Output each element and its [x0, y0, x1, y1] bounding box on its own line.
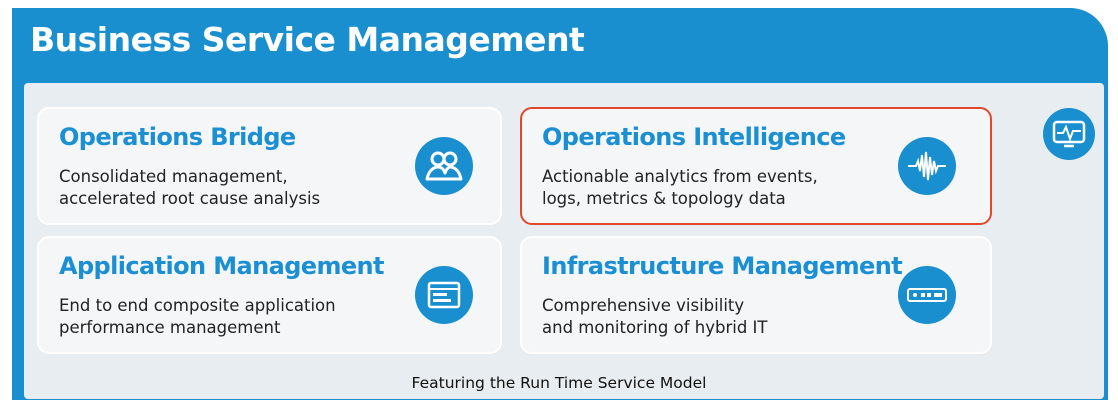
- card-title: Operations Intelligence: [542, 123, 846, 151]
- footer-caption: Featuring the Run Time Service Model: [411, 374, 707, 392]
- card-description: End to end composite application perform…: [59, 296, 336, 337]
- card-operations-intelligence[interactable]: Operations Intelligence Actionable analy…: [520, 107, 992, 225]
- card-title: Application Management: [59, 252, 385, 280]
- application-window-icon: [415, 266, 473, 324]
- card-title: Infrastructure Management: [542, 252, 903, 280]
- card-operations-bridge[interactable]: Operations Bridge Consolidated managemen…: [37, 107, 502, 225]
- waveform-icon: [898, 137, 956, 195]
- card-description: Actionable analytics from events, logs, …: [542, 167, 818, 208]
- card-infrastructure-management[interactable]: Infrastructure Management Comprehensive …: [520, 236, 992, 354]
- page-title: Business Service Management: [30, 20, 585, 59]
- card-title: Operations Bridge: [59, 123, 296, 151]
- card-description: Comprehensive visibility and monitoring …: [542, 296, 768, 337]
- monitor-pulse-icon: [1043, 108, 1095, 160]
- card-application-management[interactable]: Application Management End to end compos…: [37, 236, 502, 354]
- users-icon: [415, 137, 473, 195]
- server-icon: [898, 266, 956, 324]
- card-description: Consolidated management, accelerated roo…: [59, 167, 321, 208]
